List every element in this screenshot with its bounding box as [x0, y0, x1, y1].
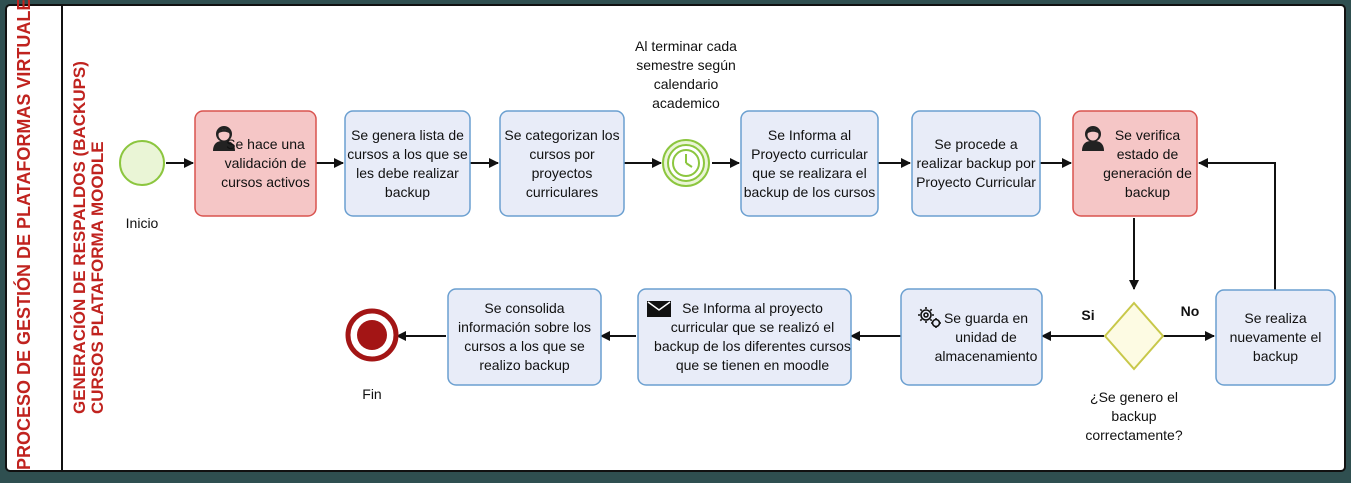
task-redo-text: Se realiza nuevamente el backup	[1229, 310, 1322, 364]
task-categorize	[499, 110, 625, 217]
task-consolidate	[447, 288, 602, 386]
task-consolidate-text: Se consolida información sobre los curso…	[457, 300, 592, 373]
start-label: Inicio	[125, 215, 159, 231]
end-label: Fin	[362, 386, 382, 402]
task-store	[900, 288, 1043, 386]
timer-label: Al terminar cada semestre según calendar…	[635, 38, 737, 111]
task-store-text: Se guarda en unidad de almacenamiento	[934, 309, 1038, 364]
pool-title: PROCESO DE GESTIÓN DE PLATAFORMAS VIRTUA…	[14, 0, 34, 470]
task-inform-done-text: Se Informa al proyecto curricular que se…	[654, 300, 851, 373]
gear-icon	[918, 307, 941, 328]
end-event	[345, 308, 399, 362]
task-inform-project	[740, 110, 879, 217]
task-redo	[1215, 289, 1336, 386]
task-verify-text: Se verifica estado de generación de back…	[1103, 126, 1192, 200]
gateway-yes-label: Si	[1081, 307, 1095, 323]
exclusive-gateway	[1103, 301, 1165, 371]
task-categorize-text: Se categorizan los cursos por proyectos …	[504, 126, 620, 200]
user-icon	[213, 126, 235, 151]
task-inform-done	[637, 288, 852, 386]
envelope-icon	[647, 301, 671, 317]
task-do-backup	[911, 110, 1041, 217]
sequence-flows	[166, 158, 1276, 341]
task-do-backup-text: Se procede a realizar backup por Proyect…	[916, 136, 1036, 190]
timer-event	[662, 139, 710, 187]
user-icon	[1082, 126, 1104, 151]
lane-title-1: GENERACIÓN DE RESPALDOS (BACKUPS)	[70, 61, 89, 414]
lane-title-2: CURSOS PLATAFORMA MOODLE	[88, 141, 107, 414]
gateway-no-label: No	[1180, 303, 1200, 319]
flow-redo-to-verify	[1198, 158, 1276, 290]
start-event	[119, 140, 165, 186]
task-generate-list-text: Se genera lista de cursos a los que se l…	[347, 126, 468, 200]
task-validate-text: Se hace una validación de cursos activos	[221, 136, 310, 190]
gateway-label: ¿Se genero el backup correctamente?	[1085, 389, 1183, 443]
task-inform-project-text: Se Informa al Proyecto curricular que se…	[743, 126, 876, 200]
task-verify	[1072, 110, 1198, 217]
task-generate-list	[344, 110, 471, 217]
